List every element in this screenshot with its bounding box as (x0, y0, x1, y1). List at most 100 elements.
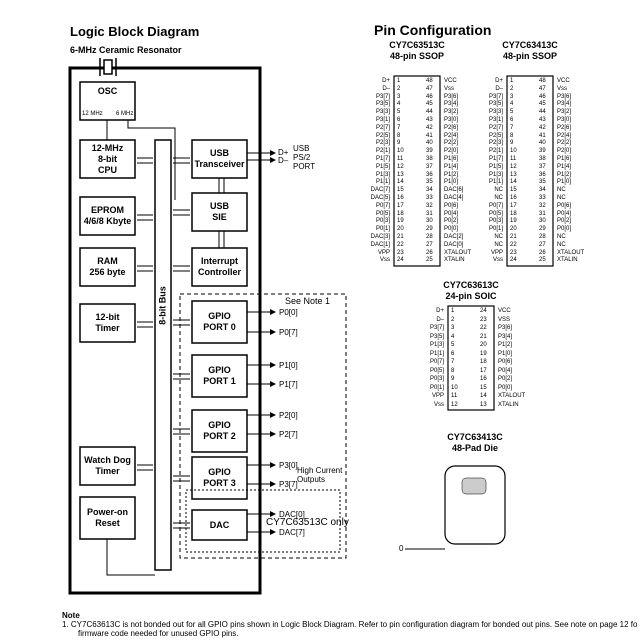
ssop-a-right-pin: DAC[4] (444, 195, 464, 201)
ssop-b-left-pin: NC (494, 241, 503, 248)
high-current-line-1: High Current (297, 466, 343, 475)
ssop-b-pin-number: 2 (510, 85, 514, 92)
soic-left-pin: Vss (433, 401, 444, 408)
ssop-a-pin-number: 6 (397, 117, 401, 123)
soic-pin-number: 4 (451, 333, 455, 340)
usb-sie-line-1: USB (209, 201, 229, 211)
ram-line-2: 256 byte (89, 267, 126, 277)
soic-left-pin: P3[7] (429, 325, 444, 331)
ssop-a-right-pin: XTALIN (444, 257, 465, 264)
ssop-b-pin-number: 32 (539, 202, 546, 209)
pin-p1-7: P1[7] (279, 380, 298, 389)
ssop-b-right-pin: P2[4] (557, 132, 572, 139)
osc-12mhz: 12 MHz (82, 111, 103, 117)
ssop-a-right-pin: P1[6] (444, 156, 459, 162)
ssop-a-left-pin: P0[1] (375, 226, 390, 233)
soic-pin-number: 11 (451, 393, 458, 399)
ssop-a-left-pin: P0[7] (375, 202, 390, 209)
soic-left-pin: P1[3] (429, 342, 444, 348)
gpio2-line-1: GPIO (208, 420, 231, 430)
soic-right-pin: P0[6] (498, 359, 513, 365)
usb-sie-line-2: SIE (212, 212, 227, 222)
ssop-b-right-pin: P1[4] (557, 163, 572, 170)
ssop-b-right-pin: NC (557, 241, 566, 248)
ssop-a-pin-number: 27 (426, 241, 433, 248)
ssop-a-pin-number: 18 (397, 210, 404, 217)
ssop-a-pin-number: 34 (426, 187, 433, 194)
ssop-b-pin-number: 6 (510, 117, 514, 123)
ssop-a-pin-number: 46 (426, 93, 433, 100)
ssop-b-left-pin: P2[3] (488, 140, 503, 147)
ssop-b-pin-number: 26 (539, 249, 546, 256)
soic-right-pin: P1[2] (498, 342, 513, 348)
ssop-a-pin-number: 43 (426, 117, 433, 123)
ssop-a-left-pin: DAC[1] (370, 241, 390, 248)
timer-block: 12-bit Timer (80, 312, 135, 334)
usb-port-label: USB PS/2 PORT (293, 144, 315, 171)
ssop-b-pin-number: 43 (539, 117, 546, 123)
ssop-a-left-pin: P1[7] (375, 156, 390, 162)
soic-pin-number: 10 (451, 384, 458, 391)
ssop-b-left-pin: NC (494, 187, 503, 194)
ssop-a-pin-number: 30 (426, 218, 433, 225)
ssop-a-right-pin: P3[6] (444, 93, 459, 100)
ssop-b-left-pin: P0[3] (488, 218, 503, 225)
ssop-b-pin-number: 35 (539, 179, 546, 186)
soic-left-pin: D– (436, 316, 444, 323)
ssop-b-left-pin: P2[1] (488, 148, 503, 155)
ssop-a-pin-number: 22 (397, 241, 404, 248)
block-diagram-title: Logic Block Diagram (70, 24, 200, 39)
ssop-b-left-pin: P0[1] (488, 226, 503, 233)
soic-pin-number: 19 (480, 350, 487, 357)
soic-right-pin: P3[6] (498, 325, 513, 331)
ssop-b-pin-number: 47 (539, 85, 546, 92)
ssop-a-left-pin: P3[5] (375, 101, 390, 108)
ssop-b-left-pin: D+ (495, 78, 503, 84)
ssop-a-left-pin: VPP (377, 249, 390, 256)
reset-line-2: Reset (95, 518, 120, 528)
ssop-a-pin-number: 39 (426, 148, 433, 155)
soic-left-pin: D+ (436, 308, 444, 314)
ssop-b-pin-number: 44 (539, 109, 546, 116)
ssop-b-pin-number: 24 (510, 257, 517, 264)
soic-right-pin: P3[4] (498, 333, 513, 340)
ssop-a-right-pin: P0[0] (444, 226, 459, 233)
ssop-b-left-pin: P3[7] (488, 93, 503, 100)
ssop-b-title-1: CY7C63413C (502, 40, 558, 50)
bus-label: 8-bit Bus (157, 286, 168, 325)
pin-p2-0: P2[0] (279, 411, 298, 420)
soic-pin-number: 1 (451, 308, 455, 314)
ssop-b-pin-number: 9 (510, 140, 514, 147)
ssop-b-pin-number: 4 (510, 101, 514, 108)
die-title-1: CY7C63413C (447, 432, 503, 442)
ssop-b-pin-number: 22 (510, 241, 517, 248)
ssop-b-right-pin: P0[0] (557, 226, 572, 233)
pin-dac-7: DAC[7] (279, 528, 305, 537)
usb-dminus: D– (278, 156, 289, 165)
ssop-a-left-pin: P3[3] (375, 109, 390, 116)
ssop-a-left-pin: P2[3] (375, 140, 390, 147)
resonator-label: 6-MHz Ceramic Resonator (70, 45, 182, 55)
ssop-b-right-pin: P2[2] (557, 140, 572, 147)
cpu-block: 12-MHz 8-bit CPU (80, 143, 135, 176)
ssop-a-right-pin: P3[2] (444, 109, 459, 116)
ssop-b-right-pin: P0[4] (557, 210, 572, 217)
ssop-a-pin-number: 12 (397, 163, 404, 170)
soic-left-pin: VPP (431, 393, 444, 399)
cpu-line-2: 8-bit (98, 154, 117, 164)
soic-pin-number: 24 (480, 308, 487, 314)
ssop-a-right-pin: P0[6] (444, 202, 459, 209)
gpio-port0-block: GPIO PORT 0 (192, 311, 247, 333)
ssop-a-right-pin: P3[4] (444, 101, 459, 108)
ssop-a-pin-number: 11 (397, 156, 404, 162)
gpio-port3-block: GPIO PORT 3 (192, 467, 247, 489)
interrupt-line-2: Controller (197, 267, 241, 277)
ssop-b-pin-number: 21 (510, 234, 517, 240)
ssop-a-right-pin: P2[6] (444, 124, 459, 131)
gpio0-line-1: GPIO (208, 311, 231, 321)
ssop-a-pin-number: 47 (426, 85, 433, 92)
ssop-a-pin-number: 9 (397, 140, 401, 147)
soic-pin-number: 8 (451, 367, 455, 374)
ssop-a-left-pin: P2[1] (375, 148, 390, 155)
